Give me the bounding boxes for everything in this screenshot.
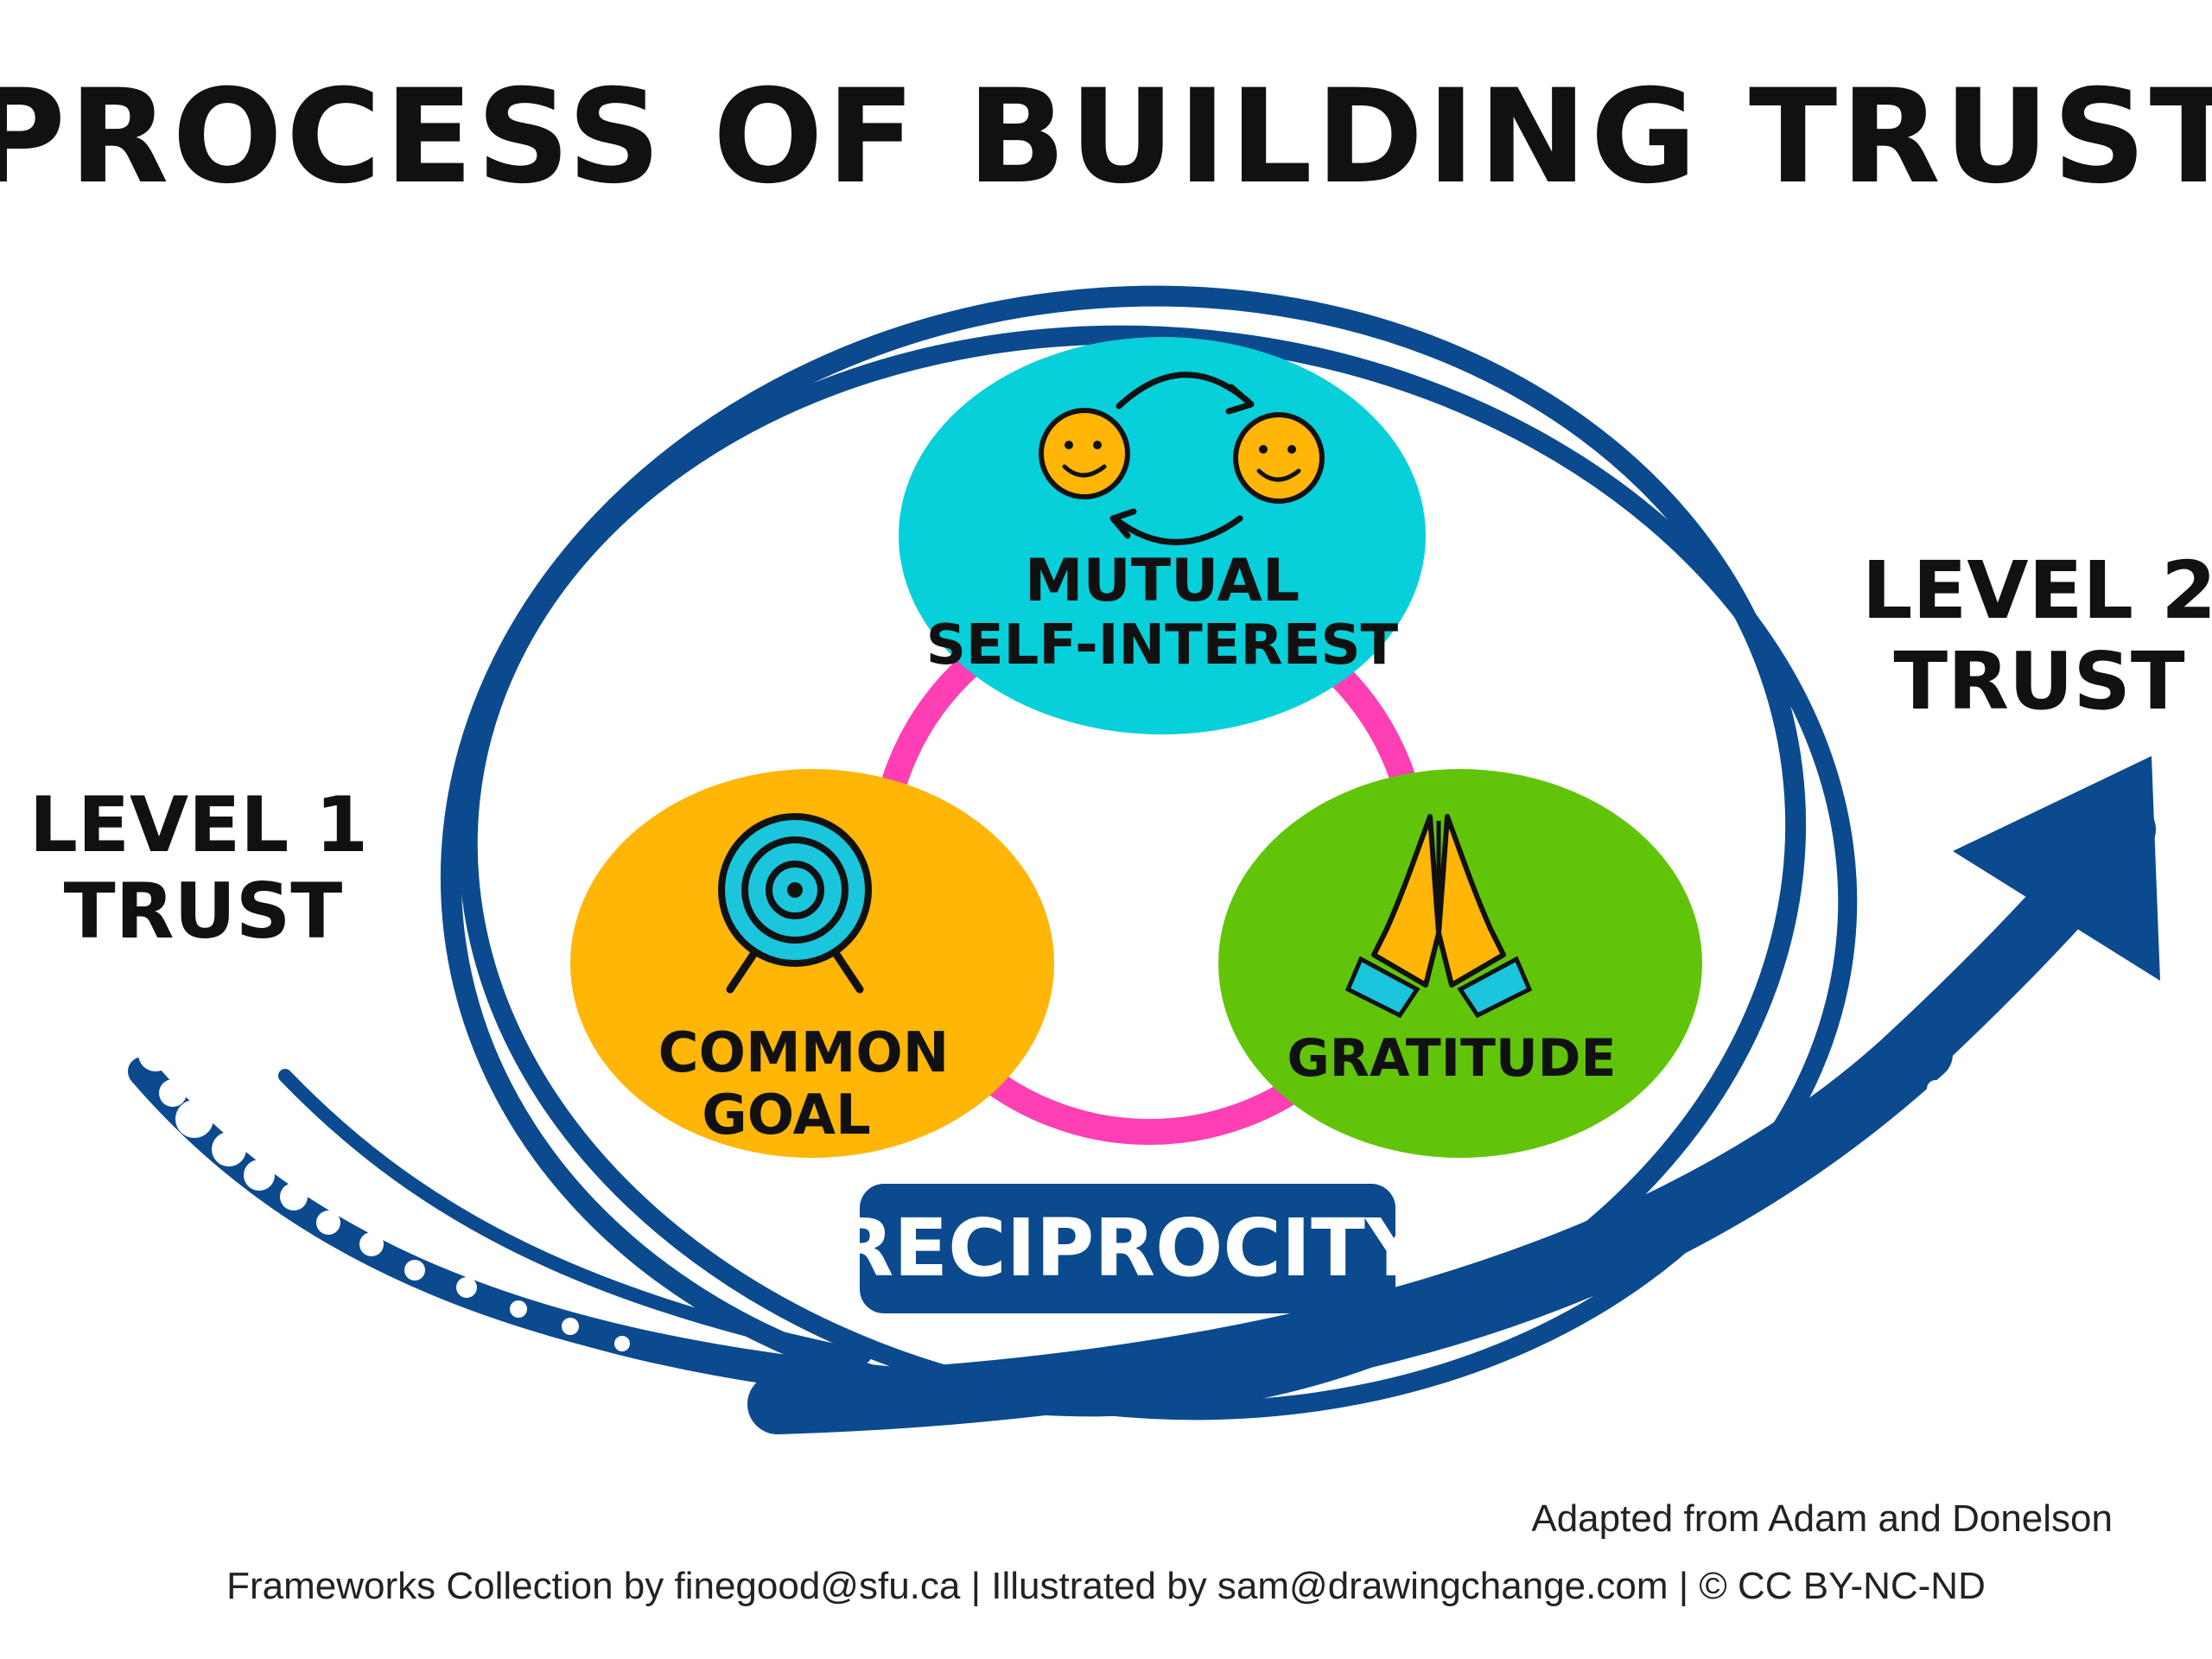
footer-credit: Frameworks Collection by finegood@sfu.ca… [226,1565,1986,1607]
common-goal-node: COMMON GOAL [570,769,1054,1158]
gratitude-node: GRATITUDE [1218,769,1702,1158]
reciprocity-loop [440,285,1858,1421]
level2-arrow [747,756,2160,1434]
page-title: PROCESS OF BUILDING TRUST [0,62,2212,213]
level1-swoosh [128,1037,922,1397]
mutual-label-line1: MUTUAL [1025,547,1300,615]
level1-label-line1: LEVEL 1 [29,780,368,869]
level2-label-line1: LEVEL 2 [1862,544,2212,637]
level2-label-line2: TRUST [1893,635,2185,728]
level1-label-line2: TRUST [64,867,343,956]
reciprocity-label: RECIPROCITY [832,1202,1423,1294]
common-goal-label-line1: COMMON [658,1021,950,1085]
reciprocity-badge: RECIPROCITY [832,1184,1424,1313]
mutual-self-interest-node: MUTUAL SELF-INTEREST [899,337,1426,734]
mutual-label-line2: SELF-INTEREST [926,613,1399,677]
praying-hands-icon [1344,814,1533,1019]
target-icon [718,813,872,994]
adapted-credit: Adapted from Adam and Donelson [1531,1497,2113,1540]
two-smiley-faces-exchange-icon [1039,372,1325,545]
gratitude-label: GRATITUDE [1287,1028,1617,1089]
common-goal-label-line2: GOAL [702,1084,871,1147]
